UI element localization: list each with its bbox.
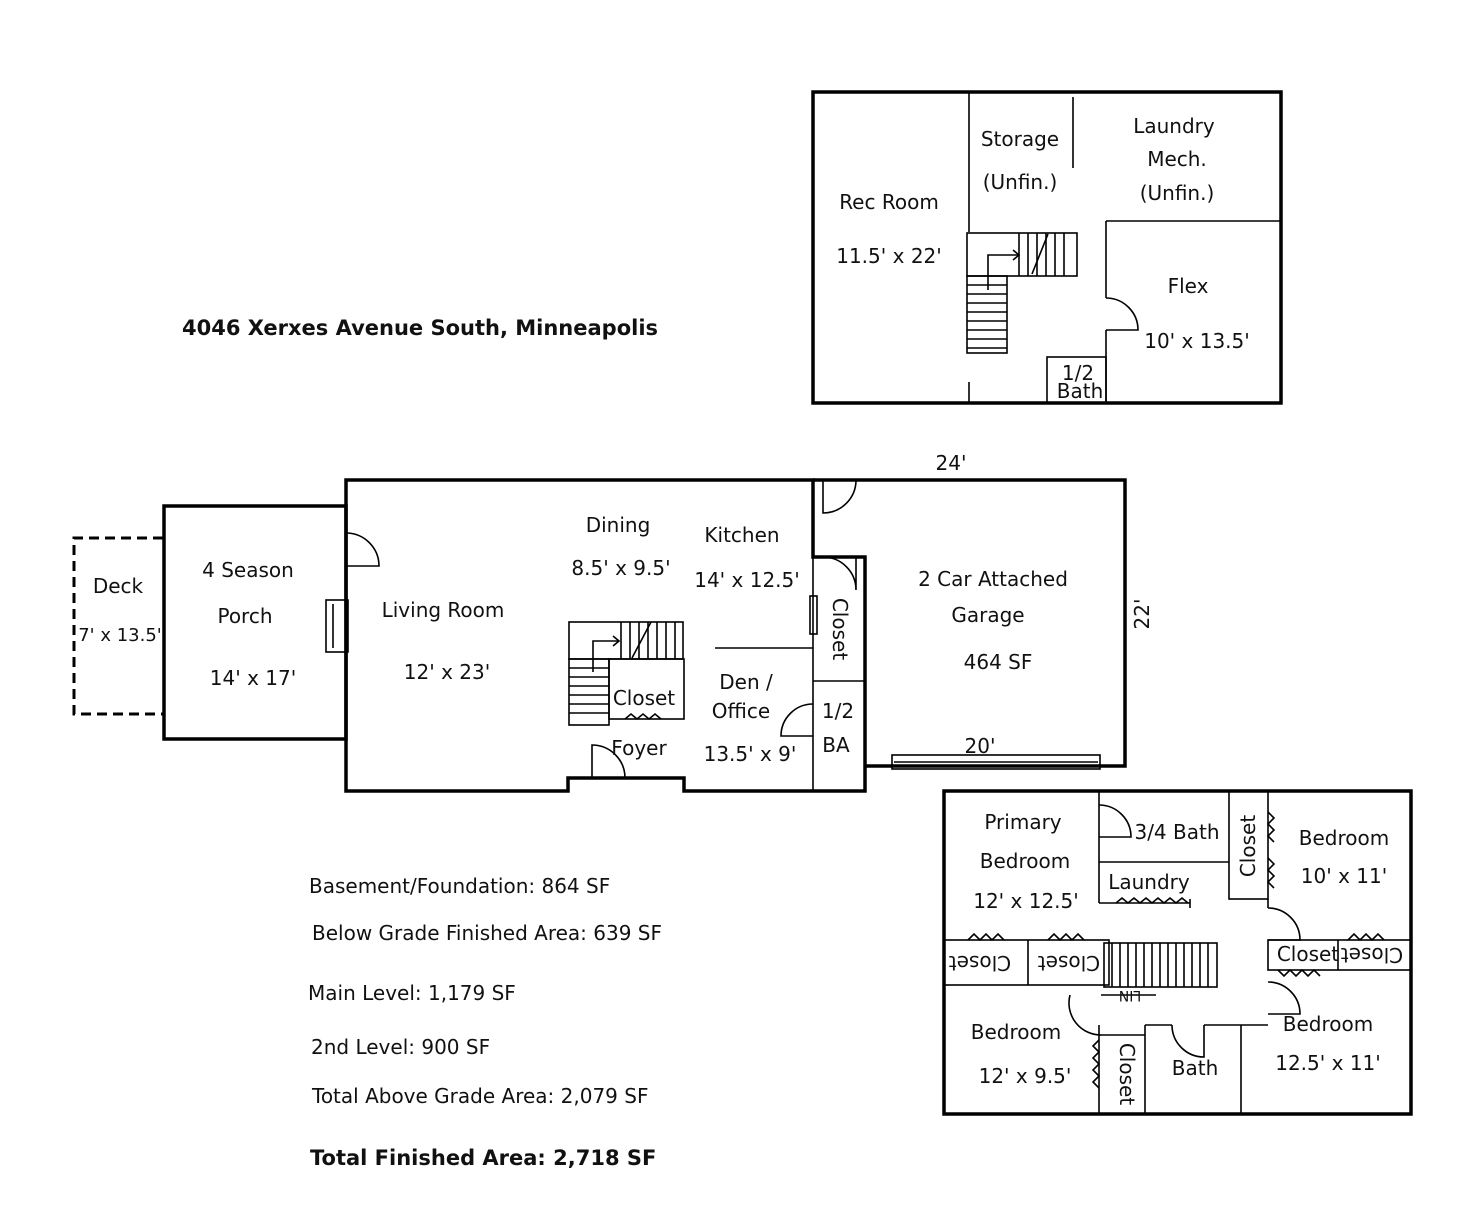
basement-half-bath-line1: 1/2 [1062,361,1094,385]
area-summary: Basement/Foundation: 864 SF Below Grade … [308,874,662,1170]
main-level-plan: Deck 7' x 13.5' 4 Season Porch 14' x 17'… [72,451,1154,793]
garage-dimension-top: 24' [936,451,967,475]
summary-main-level: Main Level: 1,179 SF [308,981,516,1005]
bedroom-2-label: Bedroom [971,1020,1061,1044]
kitchen-closet-label: Closet [828,598,852,660]
porch-label-line2: Porch [217,604,272,628]
garage-label-line2: Garage [951,603,1024,627]
den-label-line1: Den / [719,670,773,694]
den-size: 13.5' x 9' [704,742,797,766]
upper-laundry-label: Laundry [1108,870,1190,894]
rec-room-size: 11.5' x 22' [836,244,942,268]
primary-bedroom-line2: Bedroom [980,849,1070,873]
deck-outline [72,536,163,716]
deck-size: 7' x 13.5' [78,625,162,646]
garage-label-line1: 2 Car Attached [918,567,1068,591]
bedroom-1-size: 10' x 11' [1301,864,1387,888]
stair-closet-label: Closet [613,686,675,710]
summary-second-level: 2nd Level: 900 SF [311,1035,490,1059]
bedroom-1-label: Bedroom [1299,826,1389,850]
upper-bath-label: Bath [1172,1056,1219,1080]
bedroom-2-size: 12' x 9.5' [979,1064,1072,1088]
address-title: 4046 Xerxes Avenue South, Minneapolis [182,316,658,340]
basement-half-bath-line2: Bath [1057,379,1104,403]
basement-level-plan: Rec Room 11.5' x 22' Storage (Unfin.) La… [811,90,1283,405]
den-label-line2: Office [712,699,770,723]
primary-bedroom-line1: Primary [984,810,1061,834]
upper-level-plan: Primary Bedroom 12' x 12.5' 3/4 Bath Lau… [942,789,1413,1116]
living-room-size: 12' x 23' [404,660,490,684]
kitchen-label: Kitchen [704,523,779,547]
mech-label: Mech. [1147,147,1207,171]
garage-dimension-bottom: 20' [965,734,996,758]
laundry-mech-note: (Unfin.) [1140,181,1215,205]
bedroom-3-size: 12.5' x 11' [1275,1051,1381,1075]
storage-note: (Unfin.) [983,170,1058,194]
kitchen-size: 14' x 12.5' [694,568,800,592]
summary-basement: Basement/Foundation: 864 SF [309,874,610,898]
laundry-label: Laundry [1133,114,1215,138]
upper-closet-bottom-label: Closet [1115,1043,1139,1105]
bedroom-3-label: Bedroom [1283,1012,1373,1036]
dining-size: 8.5' x 9.5' [571,556,670,580]
storage-label: Storage [981,127,1059,151]
living-room-label: Living Room [382,598,505,622]
deck-label: Deck [93,574,144,598]
flex-label: Flex [1168,274,1209,298]
summary-total: Total Finished Area: 2,718 SF [310,1146,656,1170]
three-quarter-bath-label: 3/4 Bath [1134,820,1219,844]
half-ba-line1: 1/2 [822,699,854,723]
foyer-label: Foyer [611,736,667,760]
garage-dimension-right: 22' [1130,599,1154,630]
half-ba-line2: BA [822,733,850,757]
upper-closet-left-2-label: Closet [1038,951,1100,975]
dining-label: Dining [586,513,651,537]
linen-closet-label: LIN [1119,987,1141,1003]
rec-room-label: Rec Room [839,190,939,214]
summary-below-grade: Below Grade Finished Area: 639 SF [312,921,662,945]
main-stairs [568,621,685,726]
flex-size: 10' x 13.5' [1144,329,1250,353]
basement-stairs [966,232,1078,354]
summary-above-grade: Total Above Grade Area: 2,079 SF [311,1084,648,1108]
porch-size: 14' x 17' [210,666,296,690]
primary-bedroom-size: 12' x 12.5' [973,889,1079,913]
upper-closet-right-2-label: Closet [1341,943,1403,967]
upper-closet-top-label: Closet [1236,815,1260,877]
upper-closet-right-1-label: Closet [1277,942,1339,966]
upper-closet-left-1-label: Closet [949,951,1011,975]
garage-area: 464 SF [964,650,1033,674]
porch-label-line1: 4 Season [202,558,294,582]
upper-stairs [1101,942,1218,996]
